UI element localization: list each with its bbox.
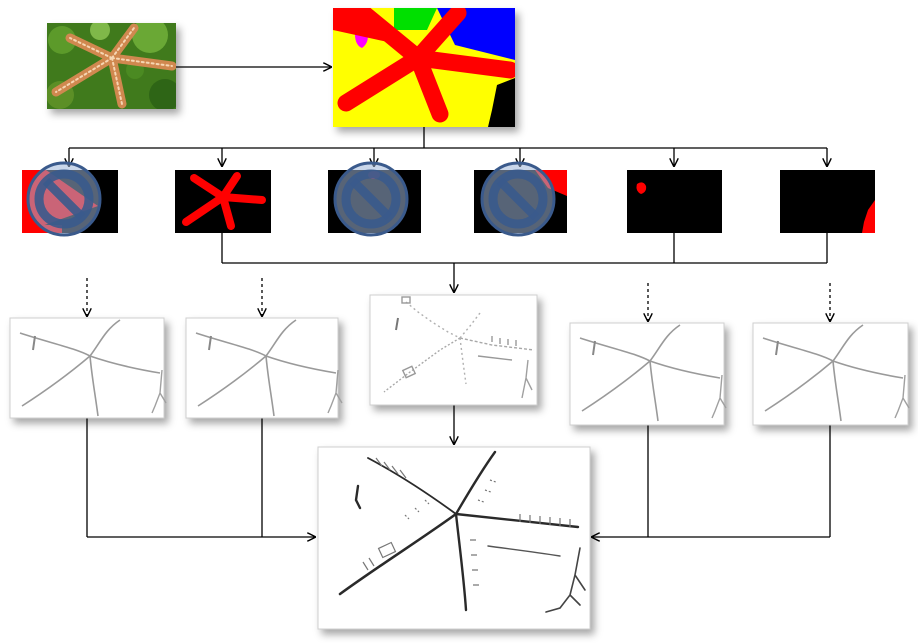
region-mask-5 [627,170,722,233]
edge-map-2 [185,317,343,419]
edge-map-5 [752,322,910,426]
edge-map-4 [569,322,727,426]
edge-map-3 [369,294,538,406]
region-mask-4 [474,163,567,235]
edge-map-1 [9,317,167,419]
region-mask-2 [175,170,271,233]
fused-edge-map [317,446,591,630]
region-mask-3 [328,163,421,235]
input-image [47,23,176,109]
region-mask-1 [22,163,118,235]
segmentation-map [333,8,515,127]
connector-lines [69,67,830,537]
region-mask-6 [780,170,875,233]
